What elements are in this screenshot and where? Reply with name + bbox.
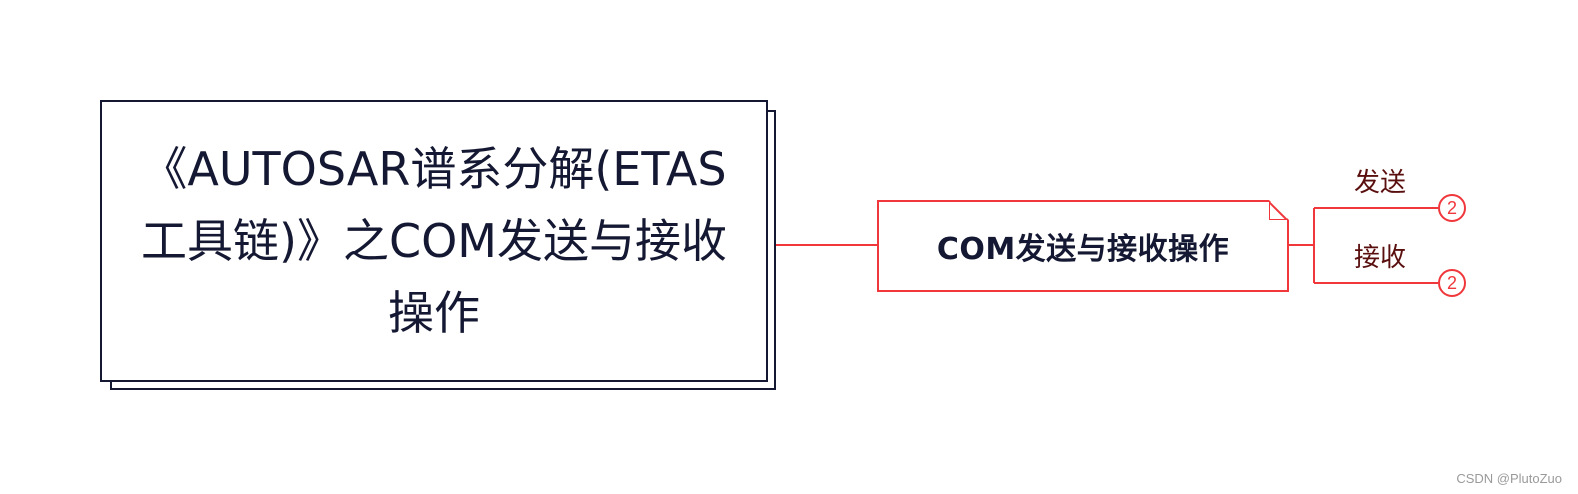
note-fold-icon bbox=[1269, 200, 1289, 220]
topic-node[interactable]: COM发送与接收操作 bbox=[877, 200, 1289, 292]
collapsed-count-badge-receive[interactable]: 2 bbox=[1438, 269, 1466, 297]
root-node[interactable]: 《AUTOSAR谱系分解(ETAS工具链)》之COM发送与接收操作 bbox=[100, 100, 768, 382]
topic-node-label: COM发送与接收操作 bbox=[936, 232, 1230, 267]
watermark: CSDN @PlutoZuo bbox=[1456, 471, 1562, 486]
collapsed-count-badge-send[interactable]: 2 bbox=[1438, 194, 1466, 222]
branch-label-send[interactable]: 发送 bbox=[1354, 168, 1407, 198]
root-node-title: 《AUTOSAR谱系分解(ETAS工具链)》之COM发送与接收操作 bbox=[141, 142, 727, 340]
branch-label-receive[interactable]: 接收 bbox=[1354, 243, 1407, 273]
